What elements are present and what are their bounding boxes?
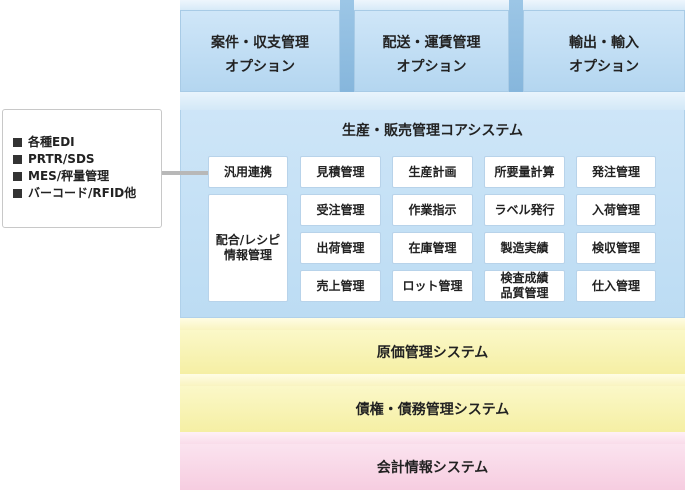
module-recipe-line1: 配合/レシピ [215,233,281,247]
module-3-1: ロット管理 [392,270,473,302]
module-1-1: 作業指示 [392,194,473,226]
option-box-3: 輸出・輸入 オプション [523,10,685,92]
module-3-2: 検査成績 品質管理 [484,270,565,302]
bullet-square-icon [13,138,22,147]
module-integration: 汎用連携 [208,156,288,188]
credit-band: 債権・債務管理システム [180,386,685,432]
option-3-line2: オプション [569,59,639,75]
option-1-line1: 案件・収支管理 [211,35,309,51]
bullet-square-icon [13,155,22,164]
option-box-2-top [354,0,509,10]
external-item: 各種EDI [13,134,136,151]
module-3-0: 売上管理 [300,270,381,302]
credit-band-top [180,374,685,386]
option-box-1-side [340,0,354,92]
option-box-1-top [180,0,340,10]
option-box-3-top [523,0,685,10]
module-2-0: 出荷管理 [300,232,381,264]
bullet-square-icon [13,172,22,181]
external-item: PRTR/SDS [13,151,136,168]
option-box-2: 配送・運賃管理 オプション [354,10,509,92]
bullet-square-icon [13,189,22,198]
module-1-3: 入荷管理 [576,194,656,226]
module-3-3: 仕入管理 [576,270,656,302]
module-recipe-line2: 情報管理 [223,248,272,262]
module-0-0: 見積管理 [300,156,381,188]
external-item-label: 各種EDI [28,135,75,149]
external-item-label: MES/秤量管理 [28,169,110,183]
core-system-rim [180,92,685,110]
option-1-line2: オプション [225,59,295,75]
module-0-2: 所要量計算 [484,156,565,188]
connector-line [162,171,208,175]
core-system-title: 生産・販売管理コアシステム [341,123,524,139]
external-systems-box: 各種EDI PRTR/SDS MES/秤量管理バーコード/RFID他 [2,109,162,228]
cost-band: 原価管理システム [180,330,685,374]
module-0-3: 発注管理 [576,156,656,188]
accounting-band-top [180,432,685,444]
option-box-2-side [509,0,523,92]
external-item: バーコード/RFID他 [13,185,136,202]
accounting-band: 会計情報システム [180,444,685,490]
module-1-0: 受注管理 [300,194,381,226]
option-2-line1: 配送・運賃管理 [382,35,481,51]
option-2-line2: オプション [396,59,467,75]
option-3-line1: 輸出・輸入 [569,35,639,51]
external-item: MES/秤量管理 [13,168,136,185]
external-item-label: PRTR/SDS [28,152,95,166]
module-2-2: 製造実績 [484,232,565,264]
option-box-1: 案件・収支管理 オプション [180,10,340,92]
module-2-1: 在庫管理 [392,232,473,264]
module-0-1: 生産計画 [392,156,473,188]
module-2-3: 検収管理 [576,232,656,264]
external-list: 各種EDI PRTR/SDS MES/秤量管理バーコード/RFID他 [13,134,136,202]
external-item-label: バーコード/RFID他 [28,186,137,200]
module-1-2: ラベル発行 [484,194,565,226]
module-recipe: 配合/レシピ 情報管理 [208,194,288,302]
cost-band-top [180,318,685,330]
